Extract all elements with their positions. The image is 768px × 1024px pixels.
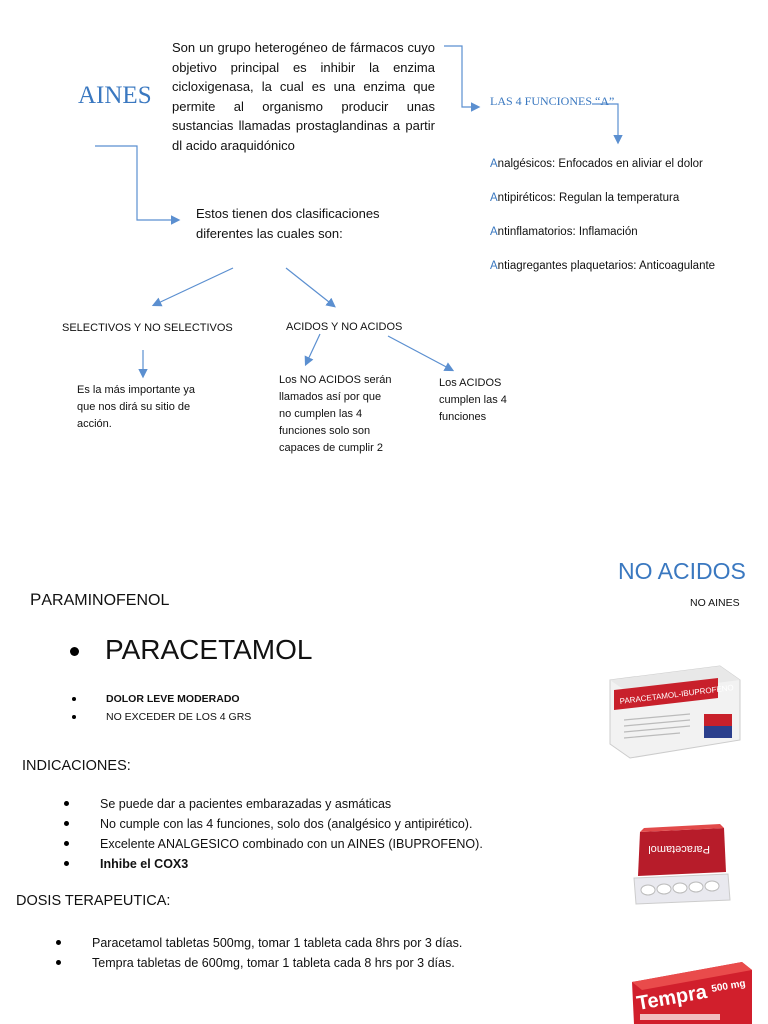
list-item: Tempra tabletas de 600mg, tomar 1 tablet…	[54, 953, 474, 973]
paracetamol-box-image: Paracetamol	[633, 824, 731, 905]
bullet-icon	[72, 715, 76, 720]
arrow-intro-to-funciones	[444, 45, 481, 112]
bullet-icon	[70, 647, 79, 657]
no-acidos-title: NO ACIDOS	[618, 558, 746, 584]
arrow-to-acidos	[285, 267, 336, 308]
acidos-note: Los ACIDOS cumplen las 4 funciones	[439, 377, 507, 423]
selectivos-note: Es la más importante ya que nos dirá su …	[77, 384, 195, 430]
funcion-item: Antinflamatorios: Inflamación	[490, 226, 638, 238]
list-item: Inhibe el COX3	[62, 854, 532, 874]
list-item: Se puede dar a pacientes embarazadas y a…	[62, 794, 532, 814]
no-aines-label: NO AINES	[690, 597, 740, 609]
funcion-item: Antipiréticos: Regulan la temperatura	[490, 192, 680, 204]
arrow-to-selectivos	[151, 267, 234, 307]
paracetamol-heading: PARACETAMOL	[70, 634, 312, 666]
paraminofenol-heading: PARAMINOFENOL	[30, 590, 170, 609]
funcion-item: Analgésicos: Enfocados en aliviar el dol…	[490, 158, 703, 170]
dosis-list: Paracetamol tabletas 500mg, tomar 1 tabl…	[54, 933, 474, 973]
funcion-item: Antiagregantes plaquetarios: Anticoagula…	[490, 260, 716, 272]
indicaciones-title: INDICACIONES:	[22, 758, 131, 774]
list-item: Excelente ANALGESICO combinado con un AI…	[62, 834, 532, 854]
dosis-title: DOSIS TERAPEUTICA:	[16, 893, 171, 909]
list-item: NO EXCEDER DE LOS 4 GRS	[72, 708, 251, 726]
selectivos-label: SELECTIVOS Y NO SELECTIVOS	[62, 322, 233, 334]
list-item: No cumple con las 4 funciones, solo dos …	[62, 814, 532, 834]
arrow-to-no-acidos-note	[304, 333, 321, 367]
svg-text:Paracetamol: Paracetamol	[648, 843, 710, 855]
paracetamol-ibuprofeno-box-image: PARACETAMOL-IBUPROFENO	[609, 665, 741, 759]
indicaciones-list: Se puede dar a pacientes embarazadas y a…	[62, 794, 532, 874]
list-item: DOLOR LEVE MODERADO	[72, 690, 251, 708]
arrow-to-acidos-note	[387, 335, 455, 372]
arrow-aines-to-clasificaciones	[95, 145, 181, 225]
bullet-icon	[72, 697, 76, 702]
no-acidos-note: Los NO ACIDOS serán llamados así por que…	[279, 374, 392, 454]
clasificaciones-text: Estos tienen dos clasificaciones diferen…	[196, 206, 380, 241]
acidos-label: ACIDOS Y NO ACIDOS	[286, 321, 403, 333]
aines-title: AINES	[78, 82, 152, 109]
tempra-box-image: Tempra 500 mg	[632, 962, 752, 1024]
list-item: Paracetamol tabletas 500mg, tomar 1 tabl…	[54, 933, 474, 953]
funciones-title: LAS 4 FUNCIONES “A”	[490, 94, 615, 108]
paracetamol-notes: DOLOR LEVE MODERADO NO EXCEDER DE LOS 4 …	[72, 690, 251, 726]
arrow-funciones-down	[592, 103, 623, 145]
aines-definition: Son un grupo heterogéneo de fármacos cuy…	[172, 40, 435, 153]
